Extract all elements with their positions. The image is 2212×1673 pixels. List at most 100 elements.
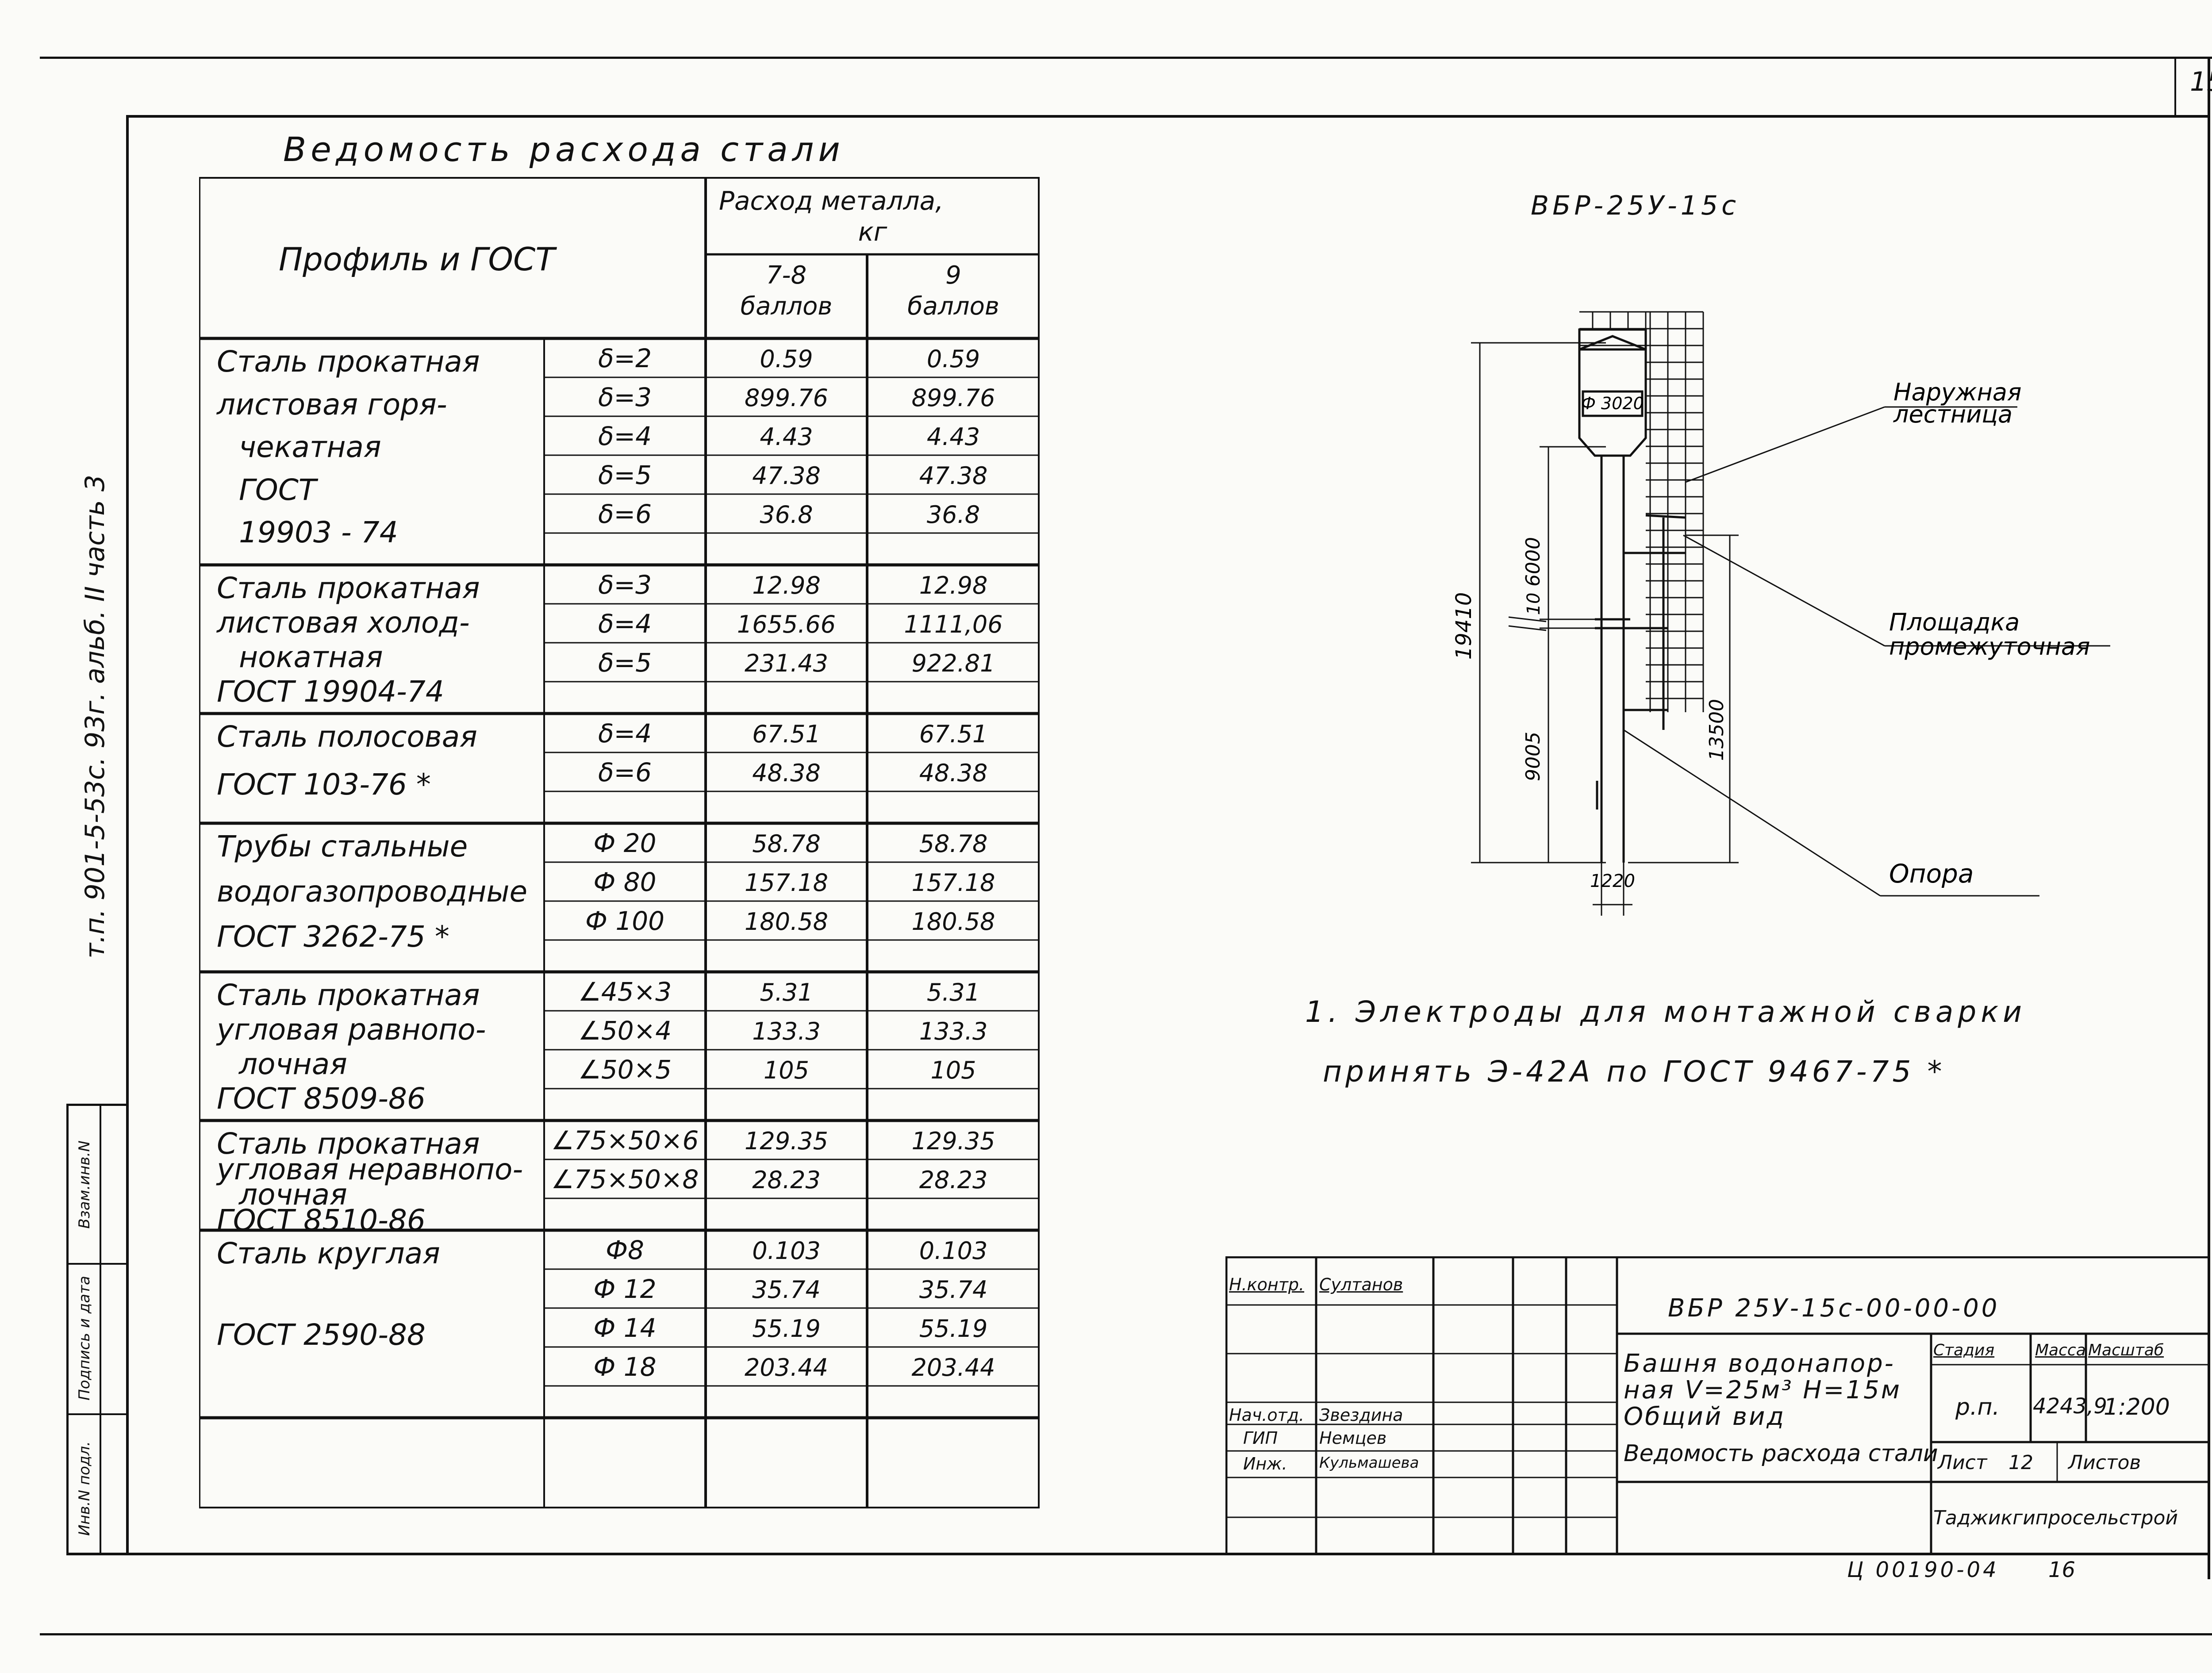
tank <box>1578 349 1647 457</box>
table-group-name: ГОСТ 103-76 * <box>217 767 431 802</box>
table-group-name: ГОСТ 3262-75 * <box>217 919 449 954</box>
table-group-name: чекатная <box>239 430 381 464</box>
table-group-name: Сталь прокатная <box>217 978 480 1012</box>
stage-header: Стадия <box>1933 1341 1995 1359</box>
frame-bottom <box>66 1553 2210 1555</box>
scale-value: 1:200 <box>2104 1394 2170 1420</box>
table-group-name: Трубы стальные <box>217 829 468 863</box>
doc-code: ВБР 25У-15с-00-00-00 <box>1668 1294 2000 1323</box>
table-cell-profile: δ=6 <box>598 499 652 529</box>
bottom-border <box>40 1633 2212 1635</box>
table-cell-value-9: 129.35 <box>911 1127 995 1155</box>
table-cell-value-9: 48.38 <box>919 759 988 787</box>
table-cell-value-7-8: 1655.66 <box>737 610 836 638</box>
sheet-number: 12 <box>2008 1451 2033 1474</box>
dim-lower: 9005 <box>1522 732 1544 781</box>
top-border <box>40 57 2212 59</box>
sheet-title: Ведомость расхода стали <box>1624 1440 1938 1467</box>
footer-sheet: 16 <box>2048 1558 2076 1582</box>
table-cell-profile: Ф 12 <box>593 1274 657 1304</box>
table-cell-value-7-8: 58.78 <box>752 830 821 858</box>
table-cell-value-7-8: 36.8 <box>760 501 813 529</box>
table-cell-value-7-8: 180.58 <box>745 908 828 936</box>
table-group-name: угловая равнопо- <box>217 1013 486 1047</box>
table-group-name: ГОСТ 2590-88 <box>217 1318 426 1352</box>
table-cell-value-7-8: 4.43 <box>760 423 813 451</box>
table-cell-value-7-8: 133.3 <box>752 1017 821 1045</box>
table-cell-value-7-8: 12.98 <box>752 572 821 599</box>
note-line-2: принять Э-42А по ГОСТ 9467-75 * <box>1323 1055 1946 1089</box>
table-group-name: Сталь прокатная <box>217 1127 480 1161</box>
name-gip: Немцев <box>1319 1428 1387 1448</box>
table-cell-value-7-8: 0.103 <box>752 1237 821 1265</box>
table-cell-profile: δ=2 <box>598 343 652 373</box>
table-cell-value-9: 105 <box>930 1056 976 1084</box>
table-cell-profile: ∠75×50×6 <box>551 1125 699 1155</box>
dim-right: 13500 <box>1705 699 1728 761</box>
table-cell-value-7-8: 231.43 <box>745 649 828 677</box>
table-group-name: Сталь круглая <box>217 1236 440 1270</box>
table-cell-value-9: 35.74 <box>919 1276 988 1304</box>
table-group-name: Сталь прокатная <box>217 571 480 605</box>
table-cell-profile: δ=4 <box>598 609 652 639</box>
table-cell-profile: Ф8 <box>606 1235 644 1265</box>
table-group-name: лочная <box>239 1178 347 1212</box>
table-cell-profile: Ф 100 <box>585 906 665 936</box>
table-cell-value-7-8: 28.23 <box>752 1166 821 1194</box>
callout-ladder-1: Наружная <box>1893 378 2021 406</box>
header-metal: Расход металла, <box>719 186 944 216</box>
header-metal-unit: кг <box>858 217 887 247</box>
sheets-label: Листов <box>2068 1451 2141 1474</box>
header-col2-num: 9 <box>945 261 961 290</box>
table-cell-value-7-8: 157.18 <box>745 869 828 897</box>
dim-gap: 10 <box>1524 593 1544 615</box>
table-group-name: ГОСТ 8509-86 <box>217 1082 426 1116</box>
doc-name-1: Башня водонапор- <box>1624 1349 1895 1378</box>
table-grid <box>199 177 1040 1508</box>
page-number-box <box>2174 58 2176 115</box>
title-block: Н.контр. Султанов Нач.отд. Звездина ГИП … <box>1225 1256 2210 1555</box>
tower-drawing: Ф 3020 19410 6000 10 9005 13500 1220 Нар… <box>1452 311 2110 916</box>
table-cell-value-9: 1111,06 <box>904 610 1003 638</box>
name-n-kontr: Султанов <box>1319 1275 1403 1294</box>
table-cell-value-9: 133.3 <box>919 1017 988 1045</box>
table-cell-value-9: 4.43 <box>926 423 980 451</box>
role-inzh: Инж. <box>1243 1454 1287 1473</box>
table-cell-profile: δ=5 <box>598 460 652 490</box>
table-cell-value-7-8: 35.74 <box>752 1276 821 1304</box>
table-group-name: листовая холод- <box>217 606 470 640</box>
table-cell-value-7-8: 67.51 <box>752 720 821 748</box>
table-cell-profile: δ=5 <box>598 648 652 678</box>
table-cell-profile: ∠50×5 <box>578 1055 672 1085</box>
side-stamp-3: Взам.инв.N <box>76 1140 93 1229</box>
table-cell-value-9: 58.78 <box>919 830 988 858</box>
callout-ladder-2: лестница <box>1893 400 2012 428</box>
frame-left <box>126 115 129 1555</box>
table-group-name: нокатная <box>239 640 383 675</box>
table-cell-profile: Ф 20 <box>593 828 657 858</box>
table-cell-value-9: 36.8 <box>926 501 980 529</box>
mass-value: 4243,9 <box>2033 1394 2107 1419</box>
table-group-name: Сталь полосовая <box>217 720 477 754</box>
table-group-name: лочная <box>239 1047 347 1082</box>
table-cell-profile: δ=4 <box>598 718 652 748</box>
table-cell-profile: Ф 80 <box>593 867 657 897</box>
page-number: 15 <box>2190 66 2212 97</box>
drawing-title: ВБР-25У-15с <box>1531 190 1740 221</box>
table-cell-value-9: 922.81 <box>911 649 995 677</box>
table-cell-profile: δ=6 <box>598 757 652 787</box>
footer-code: Ц 00190-04 <box>1847 1558 1999 1582</box>
table-cell-value-9: 12.98 <box>919 572 988 599</box>
table-cell-value-7-8: 55.19 <box>752 1315 821 1343</box>
table-group-name: 19903 - 74 <box>239 515 398 550</box>
dim-base: 1220 <box>1590 871 1635 891</box>
table-cell-profile: ∠50×4 <box>578 1016 672 1046</box>
mass-header: Масса <box>2035 1341 2086 1359</box>
table-group-name: водогазопроводные <box>217 874 528 909</box>
table-cell-profile: δ=4 <box>598 421 652 451</box>
frame-right <box>2208 58 2210 1579</box>
organization: Таджикгипросельстрой <box>1933 1507 2178 1529</box>
table-cell-profile: Ф 14 <box>593 1313 657 1343</box>
callout-platform-2: промежуточная <box>1889 633 2090 660</box>
tank-label: Ф 3020 <box>1581 394 1644 413</box>
